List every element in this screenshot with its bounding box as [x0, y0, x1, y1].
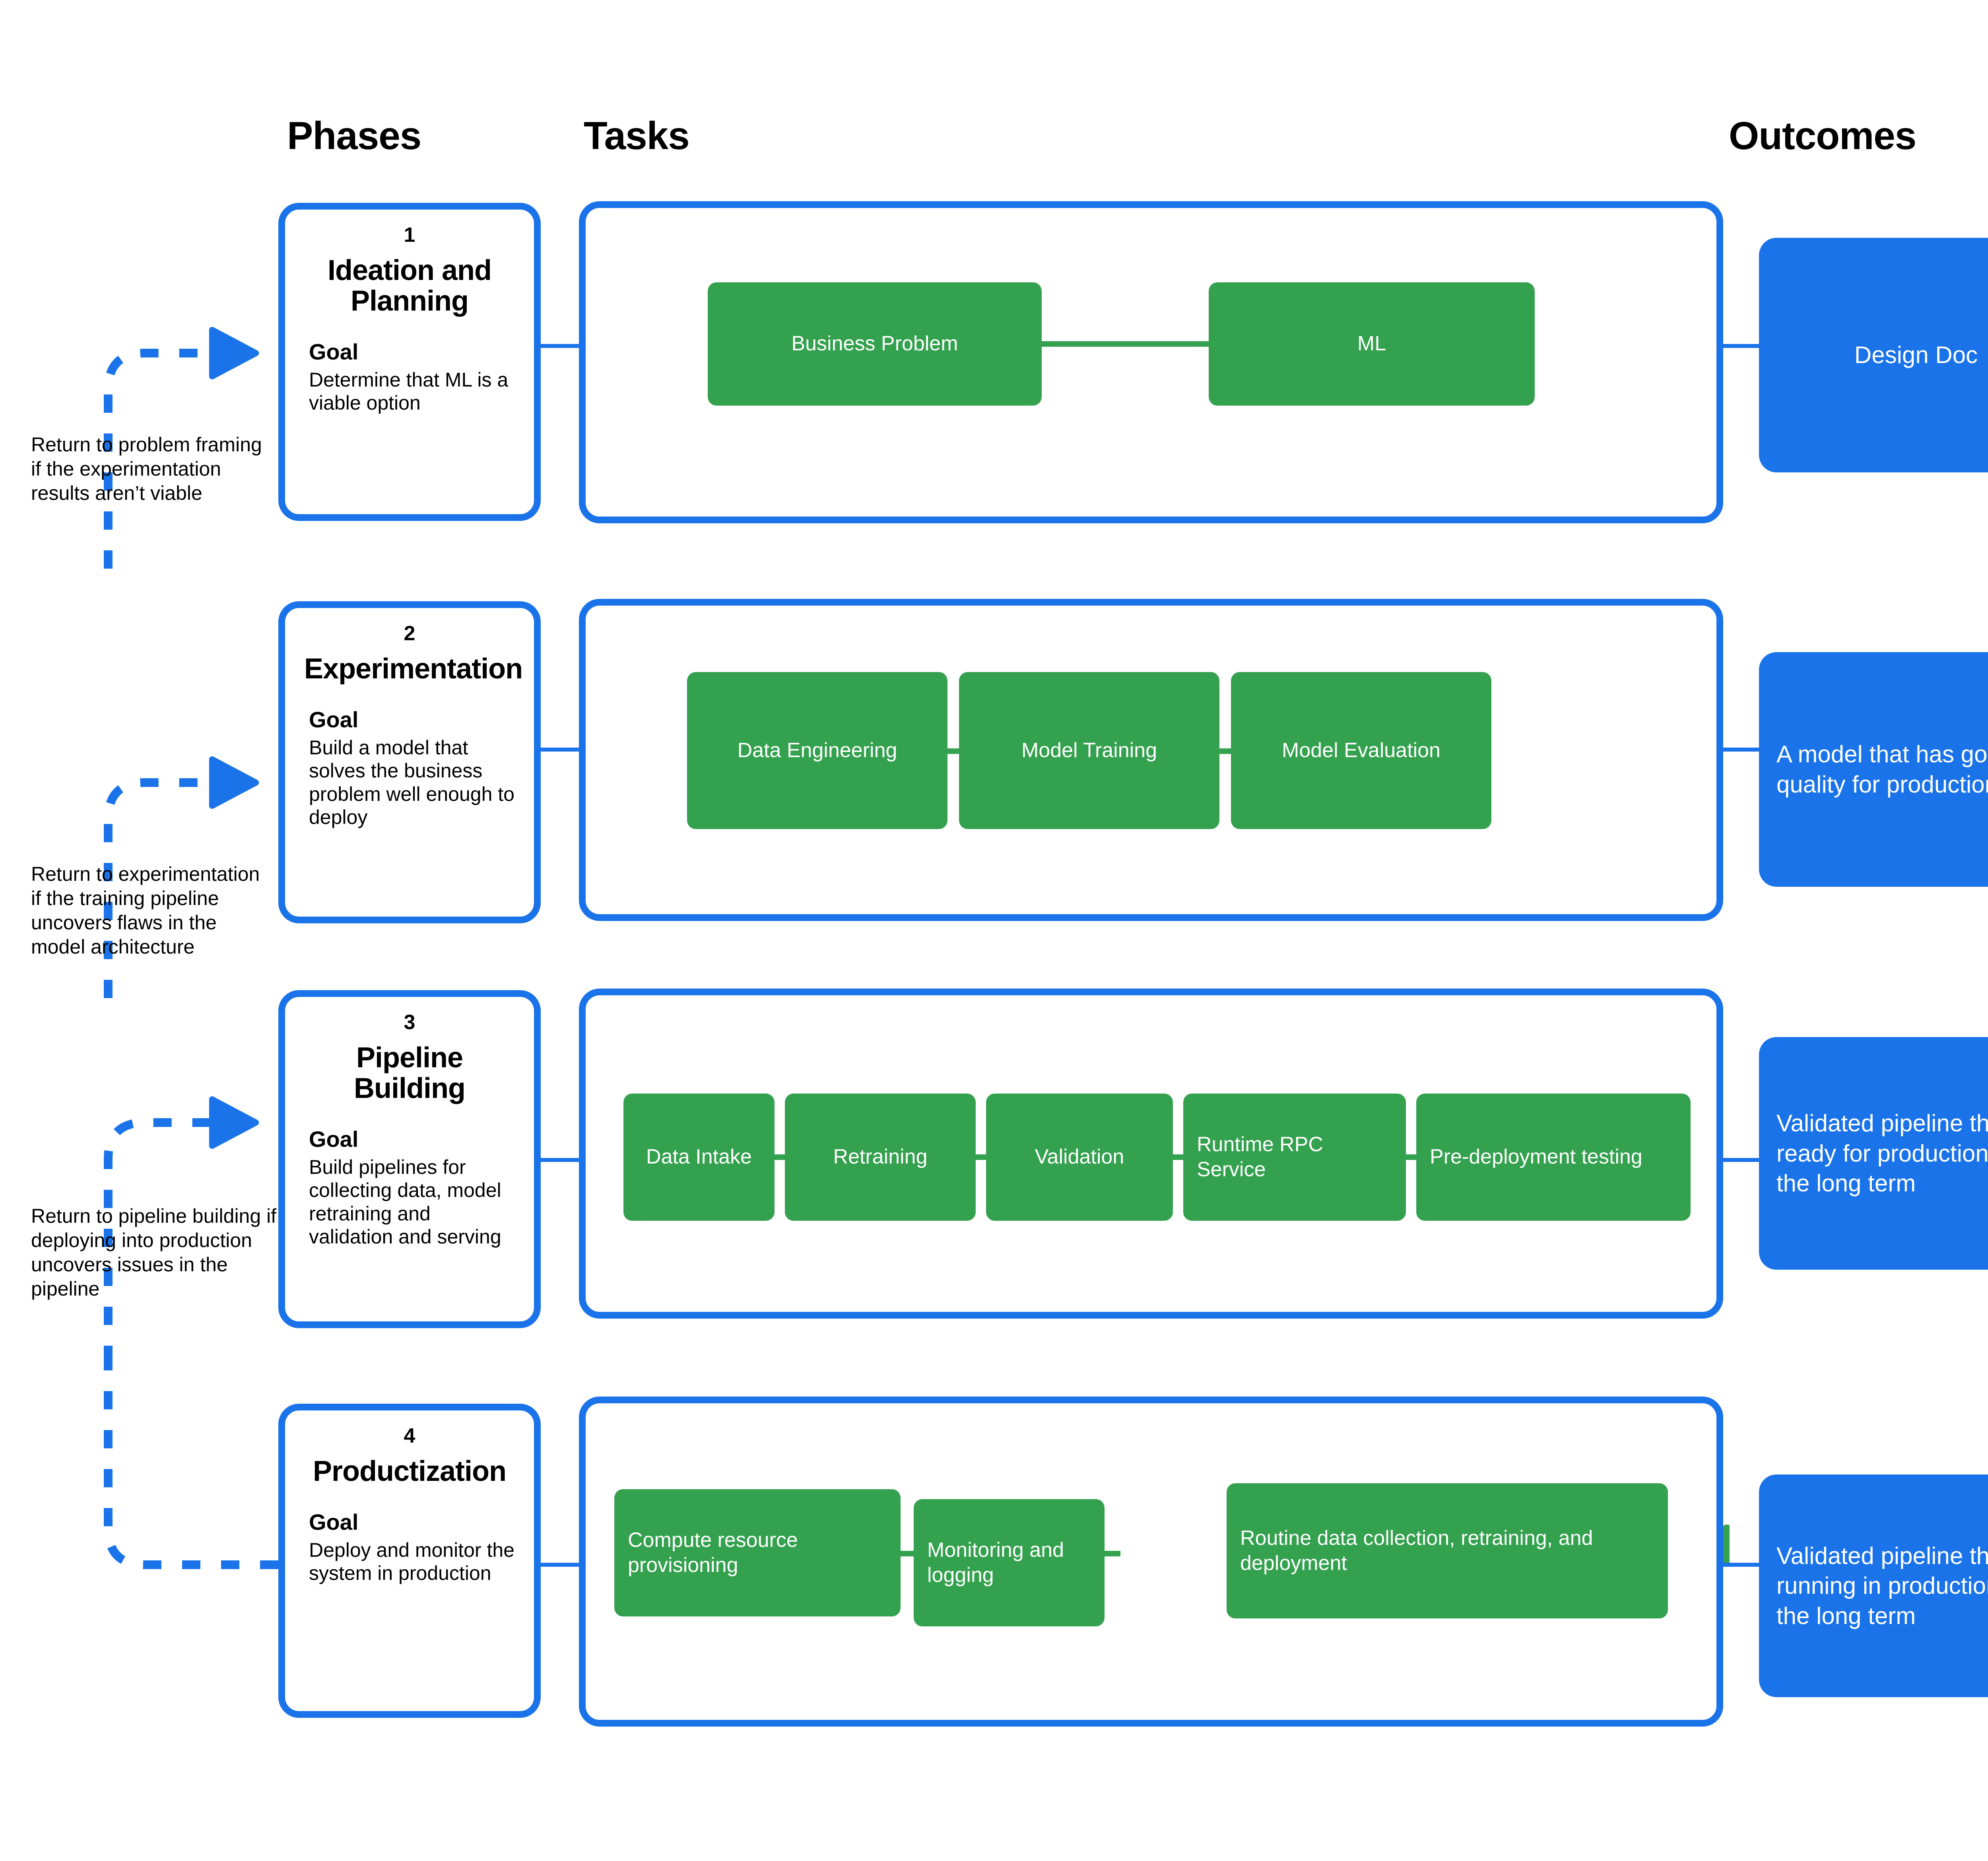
column-header-tasks: Tasks	[584, 114, 690, 157]
goal-text-4: Deploy and monitor the system in product…	[309, 1539, 514, 1585]
connector-phase1-tasks	[541, 344, 582, 348]
task-chip-monitoring-and-logging[interactable]: Monitoring and logging	[914, 1499, 1105, 1626]
feedback-note-2: Return to experimentation if the trainin…	[31, 863, 260, 958]
feedback-note-3: Return to pipeline building if deploying…	[31, 1205, 277, 1300]
connector-task-row3-d	[1403, 1154, 1419, 1160]
phase-card-4[interactable]: 4 Productization Goal Deploy and monitor…	[278, 1404, 541, 1718]
column-header-phases: Phases	[287, 114, 421, 157]
goal-text-2: Build a model that solves the business p…	[309, 736, 514, 829]
connector-phase3-tasks	[541, 1158, 582, 1162]
task-chip-business-problem[interactable]: Business Problem	[708, 282, 1042, 406]
connector-tasks4-outcome4	[1722, 1563, 1761, 1567]
phase-title-4: Productization	[313, 1455, 507, 1488]
task-chip-retraining[interactable]: Retraining	[785, 1094, 976, 1221]
outcome-chip-4[interactable]: Validated pipeline that’s running in pro…	[1759, 1474, 1988, 1697]
task-chip-data-engineering[interactable]: Data Engineering	[687, 672, 947, 829]
task-chip-routine-data-collection[interactable]: Routine data collection, retraining, and…	[1227, 1483, 1668, 1618]
connector-task-row3-b	[973, 1154, 989, 1160]
task-chip-validation[interactable]: Validation	[986, 1094, 1173, 1221]
outcome-chip-1[interactable]: Design Doc	[1759, 238, 1988, 472]
connector-tasks1-outcome1	[1722, 344, 1761, 348]
outcome-chip-2[interactable]: A model that has good quality for produc…	[1759, 652, 1988, 887]
feedback-spine-bottom	[104, 1364, 278, 1569]
connector-task-row3-a	[771, 1154, 788, 1160]
goal-label-3: Goal	[309, 1127, 359, 1152]
phase-number-4: 4	[404, 1424, 415, 1447]
connector-task-row4-b	[1101, 1551, 1120, 1556]
connector-task-row3-c	[1170, 1154, 1186, 1160]
goal-label-4: Goal	[309, 1509, 359, 1535]
connector-task-row1	[1038, 341, 1213, 347]
goal-label-2: Goal	[309, 707, 359, 732]
task-chip-model-training[interactable]: Model Training	[959, 672, 1219, 829]
phase-number-1: 1	[404, 223, 415, 247]
phase-number-2: 2	[404, 622, 415, 645]
phase-number-3: 3	[404, 1011, 415, 1034]
feedback-note-1: Return to problem framing if the experim…	[31, 433, 262, 504]
connector-tasks3-outcome3	[1722, 1158, 1761, 1162]
goal-label-1: Goal	[309, 339, 359, 365]
task-chip-data-intake[interactable]: Data Intake	[623, 1094, 775, 1221]
connector-phase4-tasks	[541, 1563, 582, 1567]
outcome-chip-3[interactable]: Validated pipeline that’s ready for prod…	[1759, 1037, 1988, 1270]
phase-title-1: Ideation and Planning	[327, 254, 492, 317]
phase-title-3: Pipeline Building	[354, 1042, 466, 1105]
task-chip-runtime-rpc-service[interactable]: Runtime RPC Service	[1183, 1094, 1406, 1221]
task-chip-model-evaluation[interactable]: Model Evaluation	[1231, 672, 1491, 829]
task-chip-compute-resource-provisioning[interactable]: Compute resource provisioning	[614, 1489, 901, 1616]
connector-task-row2-b	[1216, 748, 1234, 754]
phase-card-3[interactable]: 3 Pipeline Building Goal Build pipelines…	[278, 990, 541, 1328]
goal-text-1: Determine that ML is a viable option	[309, 368, 509, 414]
connector-tasks2-outcome2	[1722, 748, 1761, 752]
task-chip-pre-deployment-testing[interactable]: Pre-deployment testing	[1416, 1094, 1691, 1221]
connector-phase2-tasks	[541, 748, 582, 752]
connector-task-row2-a	[944, 748, 962, 754]
task-chip-ml[interactable]: ML	[1209, 282, 1535, 406]
goal-text-3: Build pipelines for collecting data, mod…	[309, 1156, 501, 1248]
phase-card-2[interactable]: 2 Experimentation Goal Build a model tha…	[278, 601, 541, 923]
connector-task-row4-a	[898, 1551, 917, 1556]
phase-title-2: Experimentation	[304, 653, 523, 685]
phase-card-1[interactable]: 1 Ideation and Planning Goal Determine t…	[278, 203, 541, 521]
column-header-outcomes: Outcomes	[1729, 114, 1916, 157]
